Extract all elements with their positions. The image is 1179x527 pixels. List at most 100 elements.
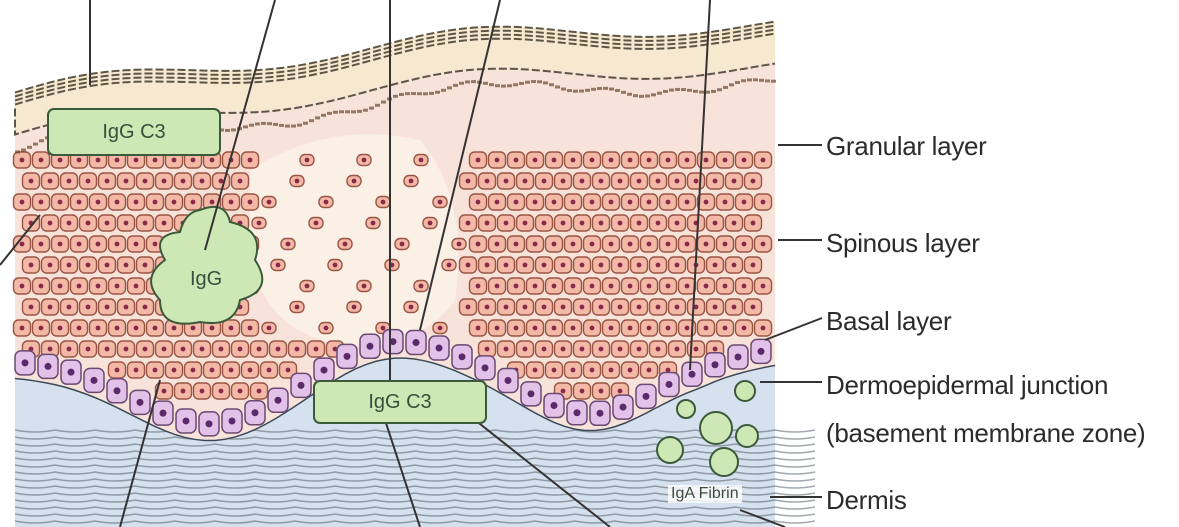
granular-granule bbox=[39, 139, 44, 142]
basal-nucleus bbox=[252, 409, 259, 416]
cell-nucleus bbox=[599, 389, 604, 394]
basal-nucleus bbox=[413, 339, 420, 346]
cell-nucleus bbox=[647, 368, 652, 373]
cell-nucleus bbox=[172, 200, 177, 205]
cell-nucleus bbox=[96, 200, 101, 205]
cell-nucleus bbox=[153, 200, 158, 205]
cell-nucleus bbox=[48, 179, 53, 184]
cell-nucleus bbox=[267, 200, 272, 205]
cell-nucleus bbox=[637, 305, 642, 310]
cell-nucleus bbox=[143, 263, 148, 268]
cell-nucleus bbox=[637, 179, 642, 184]
cell-nucleus bbox=[134, 200, 139, 205]
cell-nucleus bbox=[457, 242, 462, 247]
cell-nucleus bbox=[438, 200, 443, 205]
cell-nucleus bbox=[324, 326, 329, 331]
cell-nucleus bbox=[713, 179, 718, 184]
cell-nucleus bbox=[552, 242, 557, 247]
cell-nucleus bbox=[67, 179, 72, 184]
cell-nucleus bbox=[352, 179, 357, 184]
basal-nucleus bbox=[574, 409, 581, 416]
cell-nucleus bbox=[409, 305, 414, 310]
granular-granule bbox=[747, 78, 752, 81]
cell-nucleus bbox=[666, 158, 671, 163]
cell-nucleus bbox=[647, 242, 652, 247]
cell-nucleus bbox=[656, 263, 661, 268]
cell-nucleus bbox=[618, 389, 623, 394]
granular-granule bbox=[429, 92, 434, 95]
cell-nucleus bbox=[238, 347, 243, 352]
granular-granule bbox=[369, 107, 374, 110]
cell-nucleus bbox=[571, 158, 576, 163]
cell-nucleus bbox=[476, 284, 481, 289]
basement-membrane-zone-label: (basement membrane zone) bbox=[826, 418, 1145, 448]
basal-nucleus bbox=[68, 369, 75, 376]
cell-nucleus bbox=[267, 326, 272, 331]
cell-nucleus bbox=[200, 179, 205, 184]
granular-granule bbox=[519, 82, 524, 85]
cell-nucleus bbox=[533, 368, 538, 373]
cell-nucleus bbox=[618, 179, 623, 184]
cell-nucleus bbox=[153, 242, 158, 247]
cell-nucleus bbox=[732, 263, 737, 268]
cell-nucleus bbox=[618, 347, 623, 352]
cell-nucleus bbox=[609, 200, 614, 205]
cell-nucleus bbox=[675, 305, 680, 310]
basal-nucleus bbox=[459, 353, 466, 360]
cell-nucleus bbox=[48, 263, 53, 268]
cell-nucleus bbox=[466, 305, 471, 310]
cell-nucleus bbox=[219, 347, 224, 352]
granular-granule bbox=[375, 104, 380, 107]
cell-nucleus bbox=[77, 200, 82, 205]
cell-nucleus bbox=[675, 179, 680, 184]
cell-nucleus bbox=[751, 179, 756, 184]
cell-nucleus bbox=[552, 284, 557, 289]
cell-nucleus bbox=[713, 347, 718, 352]
granular-granule bbox=[753, 78, 758, 81]
cell-nucleus bbox=[257, 389, 262, 394]
cell-nucleus bbox=[115, 368, 120, 373]
basal-nucleus bbox=[712, 361, 719, 368]
cell-nucleus bbox=[86, 263, 91, 268]
cell-nucleus bbox=[533, 326, 538, 331]
granular-granule bbox=[567, 89, 572, 92]
cell-nucleus bbox=[647, 158, 652, 163]
cell-nucleus bbox=[314, 347, 319, 352]
cell-nucleus bbox=[685, 284, 690, 289]
granular-granule bbox=[639, 95, 644, 98]
acantholytic-zone bbox=[250, 134, 458, 345]
cell-nucleus bbox=[409, 179, 414, 184]
basal-nucleus bbox=[344, 353, 351, 360]
cell-nucleus bbox=[115, 158, 120, 163]
cell-nucleus bbox=[704, 242, 709, 247]
cell-nucleus bbox=[96, 158, 101, 163]
cell-nucleus bbox=[504, 221, 509, 226]
basal-nucleus bbox=[298, 382, 305, 389]
cell-nucleus bbox=[172, 368, 177, 373]
granular-granule bbox=[537, 80, 542, 83]
cell-nucleus bbox=[172, 326, 177, 331]
cell-nucleus bbox=[105, 305, 110, 310]
granular-granule bbox=[687, 89, 692, 92]
granular-granule bbox=[621, 91, 626, 94]
cell-nucleus bbox=[143, 305, 148, 310]
cell-nucleus bbox=[599, 305, 604, 310]
cell-nucleus bbox=[20, 200, 25, 205]
cell-nucleus bbox=[48, 305, 53, 310]
cell-nucleus bbox=[200, 347, 205, 352]
cell-nucleus bbox=[134, 242, 139, 247]
cell-nucleus bbox=[666, 200, 671, 205]
cell-nucleus bbox=[599, 263, 604, 268]
cell-nucleus bbox=[229, 368, 234, 373]
basal-nucleus bbox=[275, 397, 282, 404]
granular-granule bbox=[579, 90, 584, 93]
cell-nucleus bbox=[257, 347, 262, 352]
cell-nucleus bbox=[295, 347, 300, 352]
granular-granule bbox=[627, 93, 632, 96]
cell-nucleus bbox=[704, 284, 709, 289]
cell-nucleus bbox=[580, 347, 585, 352]
cell-nucleus bbox=[704, 158, 709, 163]
cell-nucleus bbox=[162, 389, 167, 394]
cell-nucleus bbox=[438, 326, 443, 331]
cell-nucleus bbox=[523, 221, 528, 226]
